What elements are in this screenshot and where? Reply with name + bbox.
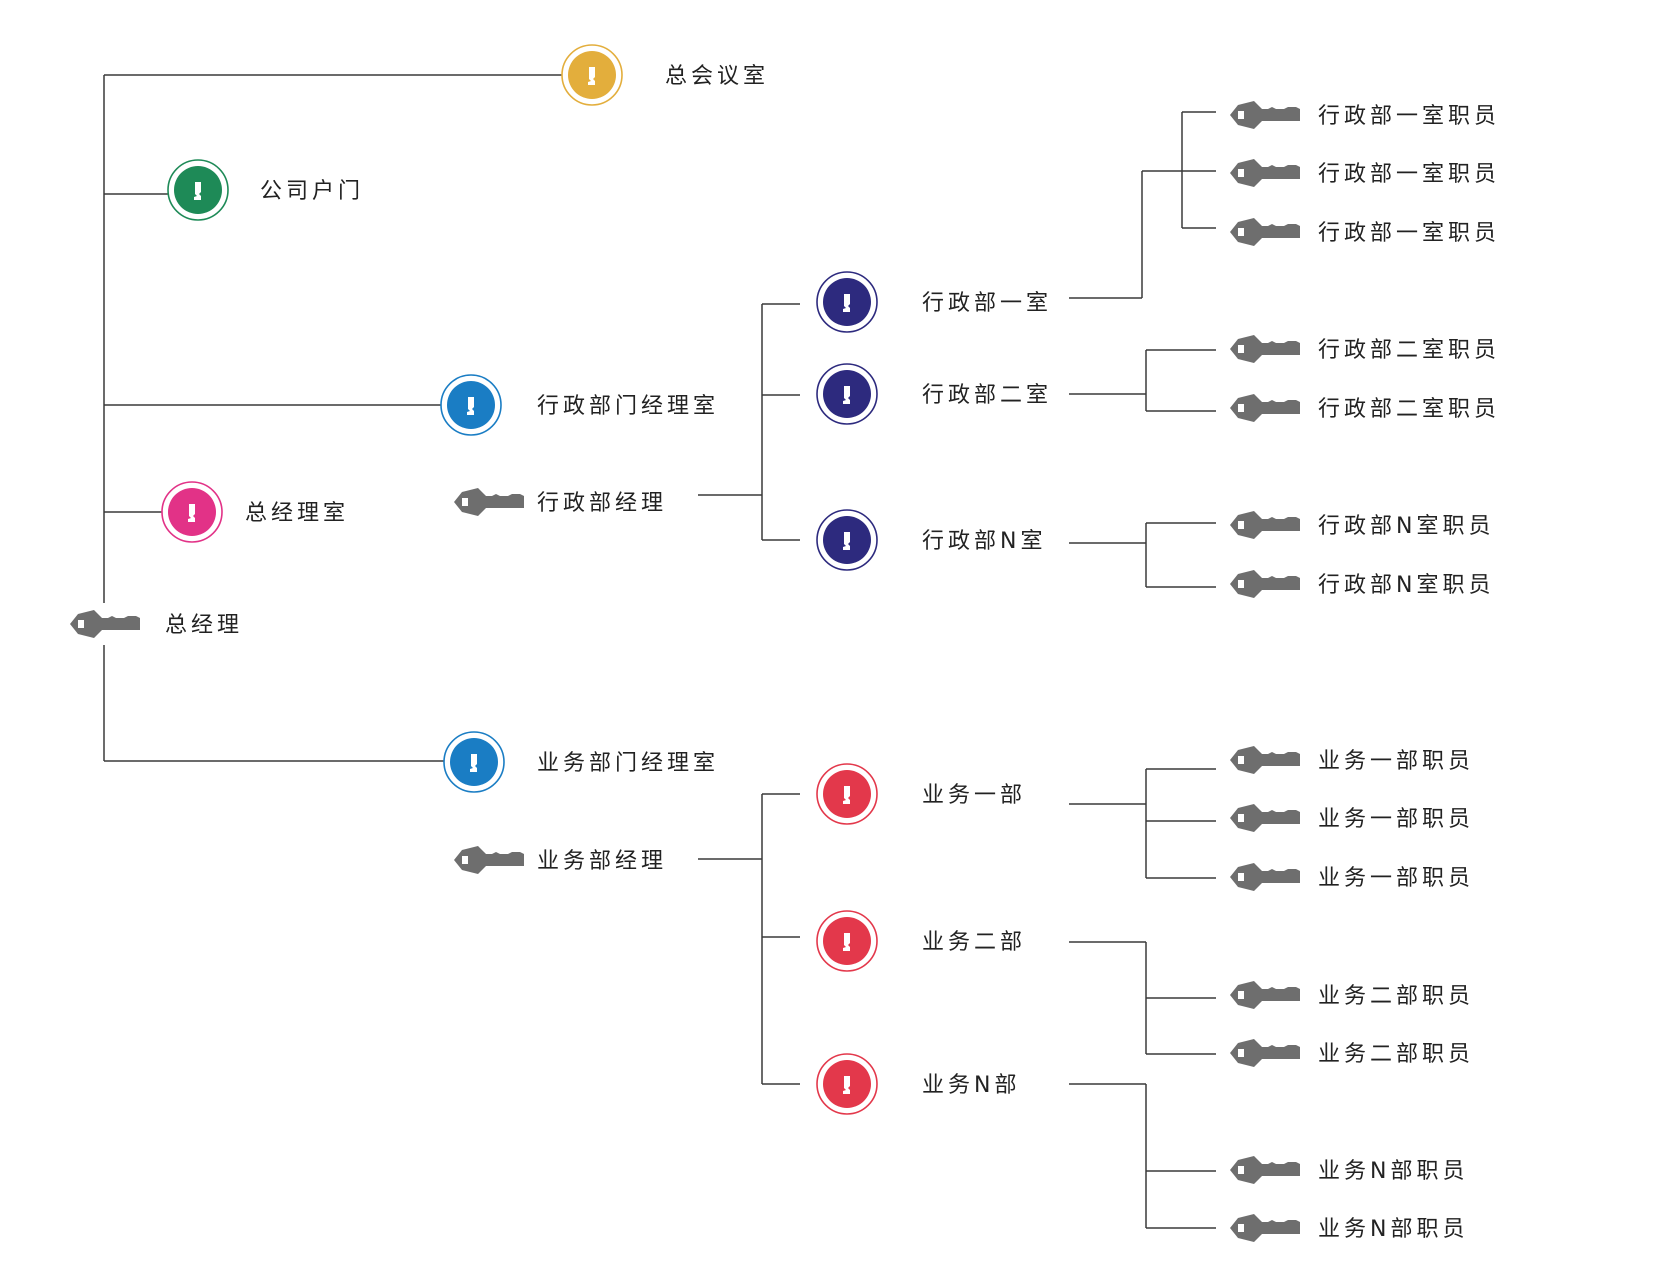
- staff-label-13: 业务N部职员: [1318, 1217, 1468, 1242]
- staff-1-key-icon: [1230, 159, 1300, 187]
- admin-dept-office-lock-icon: [440, 374, 502, 436]
- staff-12-key-icon: [1230, 1156, 1300, 1184]
- gm-office-lock-icon: [161, 481, 223, 543]
- staff-label-5: 行政部N室职员: [1318, 514, 1494, 539]
- staff-label-1: 行政部一室职员: [1318, 162, 1500, 187]
- staff-label-12: 业务N部职员: [1318, 1159, 1468, 1184]
- admin-room-1-label: 行政部一室: [922, 291, 1052, 316]
- staff-0-key-icon: [1230, 101, 1300, 129]
- admin-room-1-lock-icon: [816, 271, 878, 333]
- root-key-icon: [70, 610, 140, 638]
- business-2-lock-icon: [816, 910, 878, 972]
- staff-6-key-icon: [1230, 570, 1300, 598]
- staff-10-key-icon: [1230, 981, 1300, 1009]
- admin-room-n-lock-icon: [816, 509, 878, 571]
- staff-label-9: 业务一部职员: [1318, 866, 1474, 891]
- staff-8-key-icon: [1230, 804, 1300, 832]
- business-1-lock-icon: [816, 763, 878, 825]
- staff-label-11: 业务二部职员: [1318, 1042, 1474, 1067]
- company-door-lock-icon: [167, 159, 229, 221]
- admin-dept-office-label: 行政部门经理室: [537, 394, 719, 419]
- gm-office-label: 总经理室: [245, 501, 349, 526]
- staff-5-key-icon: [1230, 511, 1300, 539]
- staff-label-3: 行政部二室职员: [1318, 338, 1500, 363]
- staff-label-2: 行政部一室职员: [1318, 221, 1500, 246]
- business-manager-key-icon: [454, 846, 524, 874]
- business-n-lock-icon: [816, 1053, 878, 1115]
- staff-label-7: 业务一部职员: [1318, 749, 1474, 774]
- staff-label-6: 行政部N室职员: [1318, 573, 1494, 598]
- root-label: 总经理: [165, 613, 243, 638]
- staff-label-8: 业务一部职员: [1318, 807, 1474, 832]
- business-2-label: 业务二部: [922, 930, 1026, 955]
- admin-room-2-lock-icon: [816, 363, 878, 425]
- admin-manager-label: 行政部经理: [537, 491, 667, 516]
- business-manager-label: 业务部经理: [537, 849, 667, 874]
- staff-3-key-icon: [1230, 335, 1300, 363]
- connector-lines: [103, 74, 1216, 1229]
- staff-7-key-icon: [1230, 746, 1300, 774]
- staff-label-4: 行政部二室职员: [1318, 397, 1500, 422]
- meeting-room-label: 总会议室: [665, 64, 769, 89]
- staff-4-key-icon: [1230, 394, 1300, 422]
- business-n-label: 业务N部: [922, 1073, 1020, 1098]
- admin-room-n-label: 行政部N室: [922, 529, 1046, 554]
- admin-room-2-label: 行政部二室: [922, 383, 1052, 408]
- staff-9-key-icon: [1230, 863, 1300, 891]
- staff-2-key-icon: [1230, 218, 1300, 246]
- staff-label-0: 行政部一室职员: [1318, 104, 1500, 129]
- admin-manager-key-icon: [454, 488, 524, 516]
- staff-11-key-icon: [1230, 1039, 1300, 1067]
- company-door-label: 公司户门: [260, 179, 364, 204]
- business-dept-office-label: 业务部门经理室: [537, 751, 719, 776]
- business-dept-office-lock-icon: [443, 731, 505, 793]
- staff-label-10: 业务二部职员: [1318, 984, 1474, 1009]
- business-1-label: 业务一部: [922, 783, 1026, 808]
- staff-13-key-icon: [1230, 1214, 1300, 1242]
- meeting-room-lock-icon: [561, 44, 623, 106]
